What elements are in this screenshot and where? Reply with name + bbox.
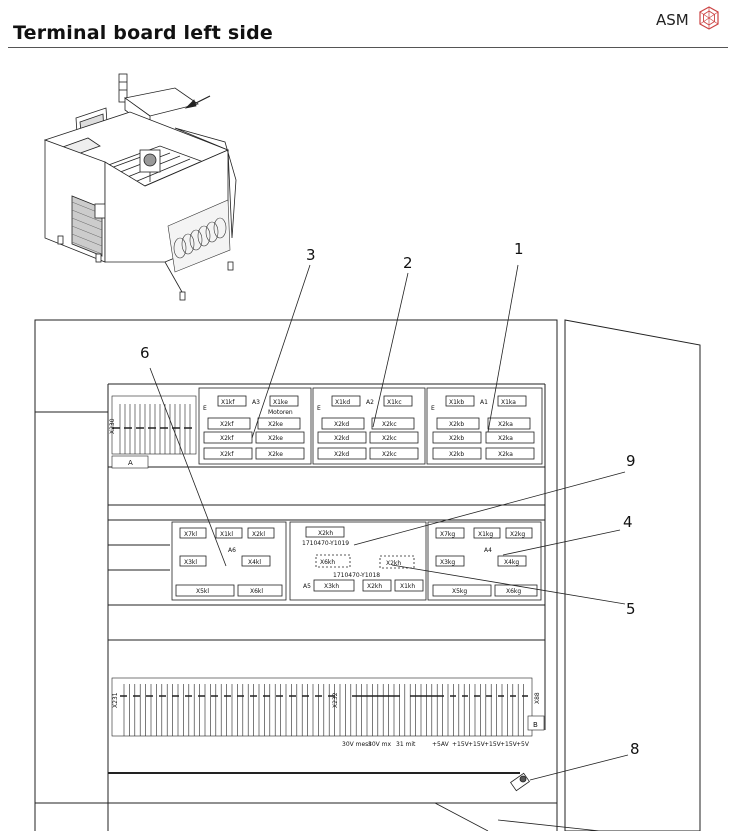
callout-5: 5 (626, 600, 636, 618)
a4-x5kg: X5kg (452, 588, 467, 595)
a3-r2-r: X2ke (268, 435, 283, 442)
a6-x4kl: X4kl (248, 559, 261, 566)
volt-2: 30V mx (368, 741, 391, 748)
center-a5-label: A5 (303, 583, 311, 590)
a1-r3-r: X2ka (498, 451, 513, 458)
asm-logo-icon (699, 6, 719, 30)
a4-x3kg: X3kg (440, 559, 455, 566)
page-title: Terminal board left side (13, 22, 274, 44)
a3-r2-l: X2kf (220, 435, 234, 442)
a2-letter-e: E (317, 405, 321, 412)
volt-7: +15V (484, 741, 502, 748)
volt-3: 31 mit (396, 741, 416, 748)
a3-label: A3 (252, 399, 260, 406)
a3-top-2: X1ke (273, 399, 288, 406)
volt-9: +5V (516, 741, 530, 748)
a6-x1kl: X1kl (220, 531, 233, 538)
callout-4: 4 (623, 513, 633, 531)
center-part-1019: 1710470-Y1019 (302, 540, 349, 547)
volt-5: +15V (452, 741, 470, 748)
center-x2kh-top: X2kh (318, 530, 333, 537)
volt-1: 30V mess (342, 741, 371, 748)
a3-letter-e: E (203, 405, 207, 412)
volt-6: +15V (468, 741, 486, 748)
a6-x6kl: X6kl (250, 588, 263, 595)
callout-1: 1 (514, 240, 524, 258)
callout-2: 2 (403, 254, 413, 272)
brand-name: ASM (656, 11, 689, 29)
a4-x7kg: X7kg (440, 531, 455, 538)
a1-r1-r: X2ka (498, 421, 513, 428)
a6-x5kl: X5kl (196, 588, 209, 595)
board-a2 (312, 387, 426, 465)
a2-r3-l: X2kd (334, 451, 349, 458)
center-part-1018: 1710470-Y1018 (333, 572, 380, 579)
a1-letter-e: E (431, 405, 435, 412)
a6-label: A6 (228, 547, 236, 554)
volt-8: +15V (500, 741, 518, 748)
a4-x4kg: X4kg (504, 559, 519, 566)
machine-illustration (43, 73, 237, 301)
center-x1kh: X1kh (400, 583, 415, 590)
a3-r1-l: X2kf (220, 421, 234, 428)
board-a1 (426, 387, 543, 465)
board-a6 (171, 521, 287, 601)
a3-top-1: X1kf (221, 399, 235, 406)
a2-r2-l: X2kd (334, 435, 349, 442)
strip-label-top: X230 (109, 418, 116, 434)
connector-plug (510, 772, 530, 792)
a1-top-2: X1ka (501, 399, 516, 406)
terminal-strip-bottom (111, 677, 545, 737)
a6-x2kl: X2kl (252, 531, 265, 538)
a6-x3kl: X3kl (184, 559, 197, 566)
a1-r2-r: X2ka (498, 435, 513, 442)
a3-sub-label: Motoren (268, 409, 293, 416)
a2-label: A2 (366, 399, 374, 406)
center-x2kh-mid: X2kh (386, 560, 401, 567)
terminal-strip-top (111, 395, 197, 469)
board-center (289, 521, 427, 601)
a1-r2-l: X2kb (449, 435, 464, 442)
a1-r1-l: X2kb (449, 421, 464, 428)
a2-r1-r: X2kc (382, 421, 397, 428)
callout-3: 3 (306, 246, 316, 264)
letter-a: A (128, 459, 133, 467)
callout-9: 9 (626, 452, 636, 470)
center-x2kh-bottom: X2kh (367, 583, 382, 590)
a3-r1-r: X2ke (268, 421, 283, 428)
letter-b: B (533, 721, 538, 729)
cabinet-frame (34, 319, 701, 831)
a3-r3-r: X2ke (268, 451, 283, 458)
volt-4: +5AV (432, 741, 450, 748)
strip-label-right: X88 (534, 692, 541, 704)
board-a3 (198, 387, 312, 465)
a2-r2-r: X2kc (382, 435, 397, 442)
callout-leaders (149, 264, 629, 831)
a4-x2kg: X2kg (510, 531, 525, 538)
a2-r3-r: X2kc (382, 451, 397, 458)
callout-8: 8 (630, 740, 640, 758)
a2-top-1: X1kd (335, 399, 350, 406)
a4-label: A4 (484, 547, 492, 554)
a6-x7kl: X7kl (184, 531, 197, 538)
a2-r1-l: X2kd (334, 421, 349, 428)
center-x3kh: X3kh (324, 583, 339, 590)
callout-6: 6 (140, 344, 150, 362)
a2-top-2: X1kc (387, 399, 402, 406)
title-rule (8, 47, 728, 48)
strip-label-mid: X232 (332, 692, 339, 708)
center-x6kh: X6kh (320, 559, 335, 566)
a1-r3-l: X2kb (449, 451, 464, 458)
a1-top-1: X1kb (449, 399, 464, 406)
a4-x1kg: X1kg (478, 531, 493, 538)
a4-x6kg: X6kg (506, 588, 521, 595)
a1-label: A1 (480, 399, 488, 406)
a3-r3-l: X2kf (220, 451, 234, 458)
strip-label-left: X231 (112, 692, 119, 708)
